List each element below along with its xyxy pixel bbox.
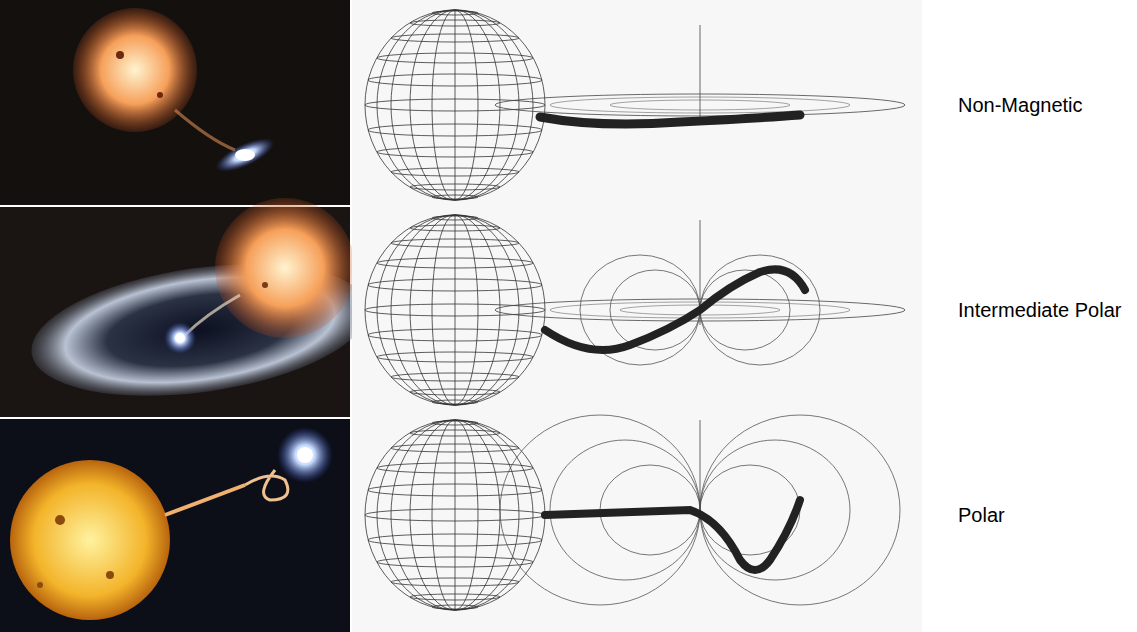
row-label: Intermediate Polar <box>958 298 1121 322</box>
row-label: Non-Magnetic <box>958 93 1083 117</box>
row-label: Polar <box>958 503 1005 527</box>
